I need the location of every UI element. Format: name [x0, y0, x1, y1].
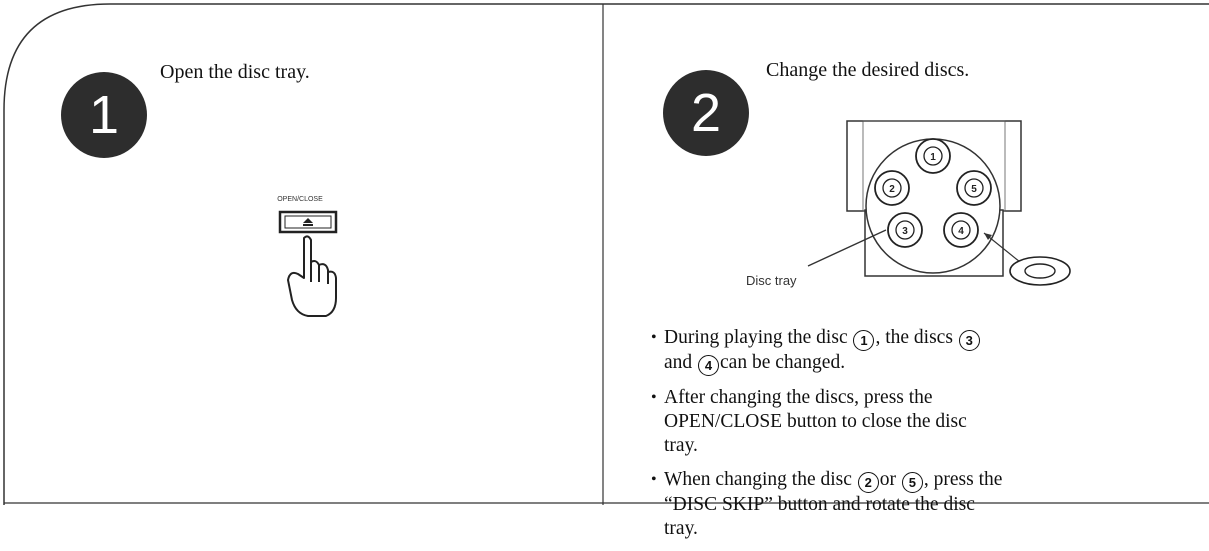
disc-slot [874, 170, 910, 206]
disc-slot [887, 212, 923, 248]
bullet-text: can be changed. [720, 352, 846, 373]
disc-slot-number: 5 [971, 184, 977, 195]
page-frame [3, 3, 1209, 505]
step-2-instruction: Change the desired discs. [766, 59, 970, 81]
disc-tray-label: Disc tray [746, 273, 797, 288]
pointing-hand-icon [287, 235, 337, 317]
disc-slot-number: 4 [958, 226, 964, 237]
step-1-badge: 1 [61, 72, 147, 158]
disc-slot-inner [964, 178, 984, 198]
open-close-button-icon: OPEN/CLOSE [277, 196, 338, 317]
circled-disc-number: 3 [958, 330, 980, 351]
frame-border [3, 3, 1209, 505]
circled-disc-number: 4 [698, 355, 720, 376]
bullet-text: , the discs [875, 327, 958, 348]
circled-disc-number: 2 [857, 472, 879, 493]
disc-slot [956, 170, 992, 206]
disc-slots: 1 2 5 3 4 [874, 138, 992, 248]
bullet-text: After changing the discs, press the OPEN… [664, 387, 967, 456]
bullet-text: During playing the disc [664, 327, 853, 348]
button-caption: OPEN/CLOSE [277, 196, 323, 203]
disc-slot-inner [895, 220, 915, 240]
circled-disc-number: 1 [853, 330, 875, 351]
bullet-item: •During playing the disc 1, the discs 3 … [648, 326, 1004, 376]
instruction-bullets: •During playing the disc 1, the discs 3 … [648, 326, 1004, 551]
step-1-instruction: Open the disc tray. [160, 61, 310, 83]
circled-disc-number: 5 [901, 472, 923, 493]
bullet-item: • After changing the discs, press the OPE… [648, 386, 1004, 458]
disc-slot-number: 3 [902, 226, 908, 237]
bullet-text: and [664, 352, 698, 373]
bullet-text: or [879, 469, 901, 490]
disc-slot-inner [923, 146, 943, 166]
bullet-dot: • [651, 329, 657, 346]
step-2-badge: 2 [663, 70, 749, 156]
disc-slot [915, 138, 951, 174]
disc-tray-diagram: 1 2 5 3 4 Disc tray [746, 120, 1071, 288]
removed-disc-icon [1009, 256, 1071, 286]
bullet-dot: • [651, 389, 657, 406]
disc-slot [943, 212, 979, 248]
bullet-dot: • [651, 471, 657, 488]
disc-slot-inner [882, 178, 902, 198]
disc-slot-inner [951, 220, 971, 240]
disc-slot-number: 2 [889, 184, 895, 195]
bullet-text: When changing the disc [664, 469, 857, 490]
disc-slot-number: 1 [930, 152, 936, 163]
